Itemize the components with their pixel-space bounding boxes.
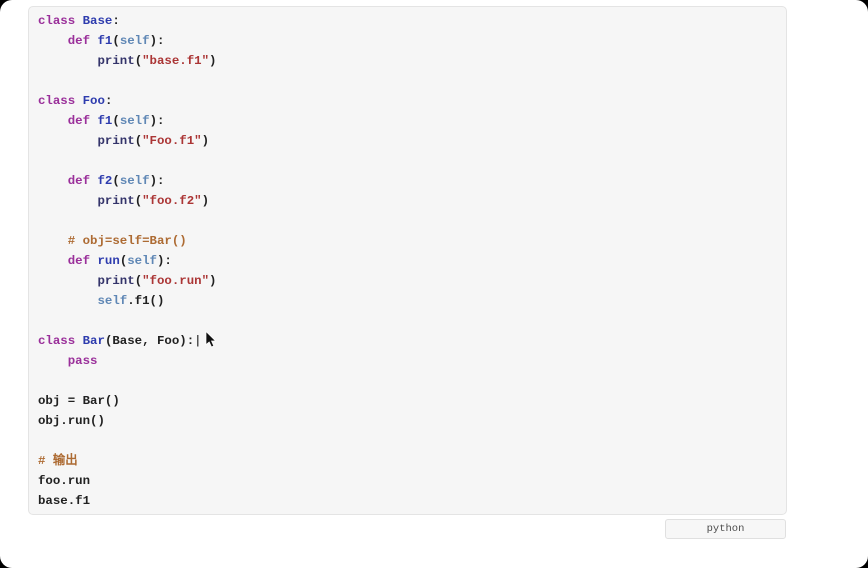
- mouse-pointer-icon: [205, 331, 217, 348]
- code-line: def f1(self):: [67, 34, 165, 48]
- code-content: class Base: def f1(self): print("base.f1…: [38, 11, 777, 511]
- code-line: [38, 211, 777, 231]
- language-badge[interactable]: python: [665, 519, 786, 539]
- code-line: class Foo:: [38, 94, 113, 108]
- code-line: [38, 371, 777, 391]
- text-caret: |: [194, 334, 202, 348]
- code-line: [38, 151, 777, 171]
- code-line: [38, 431, 777, 451]
- code-line: def f2(self):: [67, 174, 165, 188]
- code-block[interactable]: class Base: def f1(self): print("base.f1…: [28, 6, 787, 515]
- code-line: foo.run: [38, 474, 91, 488]
- code-line: # obj=self=Bar(): [67, 234, 187, 248]
- code-line: base.f1: [38, 494, 91, 508]
- code-line: def run(self):: [67, 254, 172, 268]
- code-line: print("Foo.f1"): [97, 134, 210, 148]
- code-line: def f1(self):: [67, 114, 165, 128]
- code-line: class Base:: [38, 14, 120, 28]
- code-line: print("foo.run"): [97, 274, 217, 288]
- code-line: obj.run(): [38, 414, 105, 428]
- code-line: class Bar(Base, Foo):|: [38, 334, 202, 348]
- code-line: obj = Bar(): [38, 394, 120, 408]
- code-line: [38, 71, 777, 91]
- code-line: print("base.f1"): [97, 54, 217, 68]
- code-line: pass: [67, 354, 98, 368]
- code-line: # 输出: [38, 454, 78, 468]
- code-line: self.f1(): [97, 294, 165, 308]
- code-line: [38, 311, 777, 331]
- code-line: print("foo.f2"): [97, 194, 210, 208]
